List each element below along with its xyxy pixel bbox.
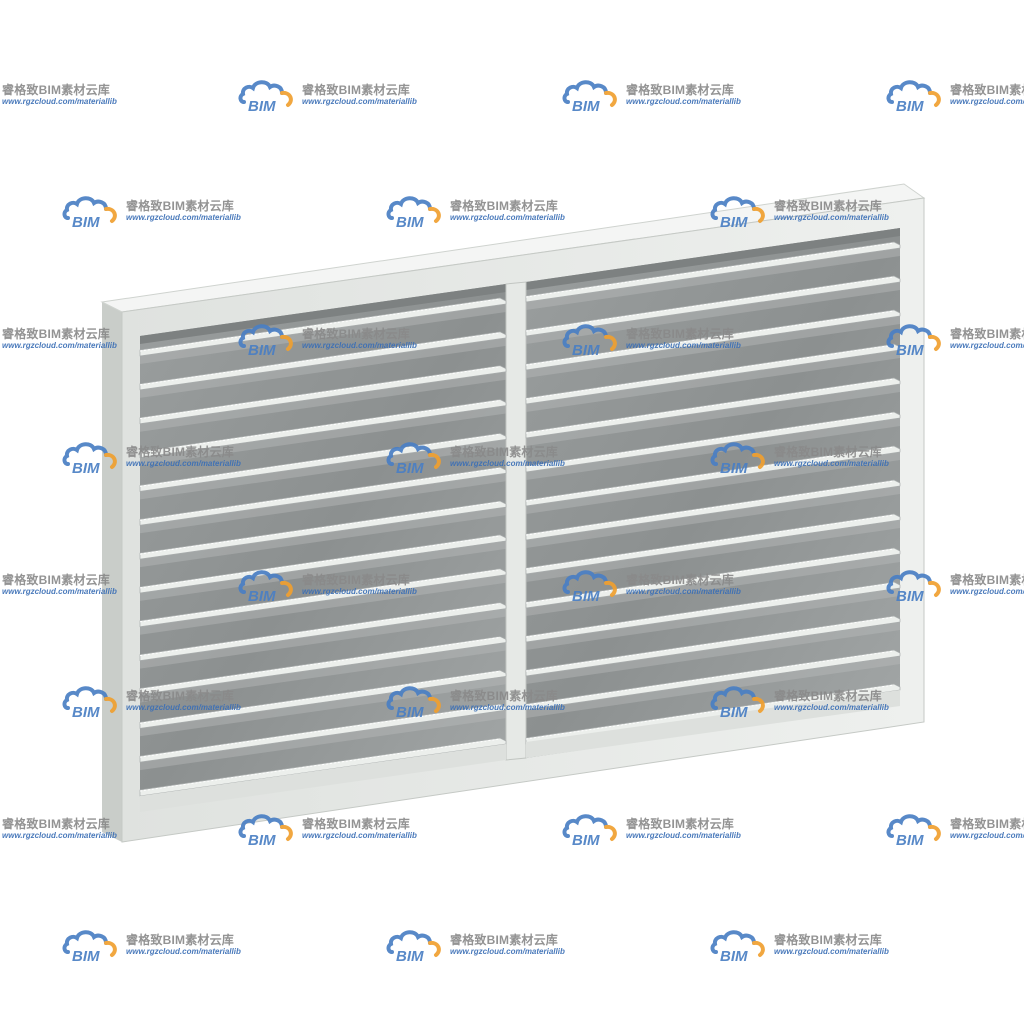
slat-highlight bbox=[525, 684, 895, 740]
slat-shadow bbox=[526, 552, 900, 616]
slat-highlight bbox=[525, 582, 895, 638]
slat-shadow bbox=[526, 314, 900, 378]
slat-highlight bbox=[525, 412, 895, 468]
louver-slat bbox=[139, 331, 507, 391]
slat-shadow bbox=[526, 382, 900, 446]
louver-slat bbox=[525, 377, 901, 439]
slat-highlight bbox=[525, 650, 895, 706]
louver-slat bbox=[525, 445, 901, 507]
frame-left-depth bbox=[102, 302, 122, 842]
louver-slat bbox=[525, 411, 901, 473]
left-panel-slats bbox=[139, 297, 507, 804]
louver-slat bbox=[139, 466, 507, 526]
louver-slat bbox=[525, 309, 901, 371]
right-panel-reveal bbox=[526, 228, 900, 290]
slat-highlight bbox=[139, 467, 501, 521]
slat-shadow bbox=[526, 654, 900, 718]
slat-highlight bbox=[139, 400, 501, 454]
slat-highlight bbox=[139, 433, 501, 487]
slat-shadow bbox=[526, 484, 900, 548]
louver-slat bbox=[525, 547, 901, 609]
louver-slat bbox=[139, 500, 507, 560]
slat-highlight bbox=[525, 514, 895, 570]
slat-shadow bbox=[140, 538, 506, 601]
slat-highlight bbox=[139, 603, 501, 657]
slat-highlight bbox=[139, 704, 501, 758]
slat-highlight bbox=[525, 616, 895, 672]
slat-shadow bbox=[526, 620, 900, 684]
louver-slat bbox=[525, 615, 901, 677]
right-panel-slats bbox=[525, 241, 901, 752]
louver-slat bbox=[139, 737, 507, 797]
slat-highlight bbox=[139, 670, 501, 724]
louver-slat bbox=[139, 365, 507, 425]
louver-slat bbox=[139, 669, 507, 729]
slat-highlight bbox=[139, 738, 501, 792]
louver-slat bbox=[139, 534, 507, 594]
slat-highlight bbox=[139, 298, 501, 352]
slat-shadow bbox=[140, 335, 506, 398]
louver-slat bbox=[525, 241, 901, 303]
louver-slat bbox=[139, 568, 507, 628]
louver-slat bbox=[525, 479, 901, 541]
slat-highlight bbox=[525, 242, 895, 298]
slat-highlight bbox=[525, 276, 895, 332]
slat-highlight bbox=[525, 548, 895, 604]
slat-highlight bbox=[525, 310, 895, 366]
slat-highlight bbox=[525, 378, 895, 434]
slat-shadow bbox=[140, 640, 506, 703]
slat-highlight bbox=[525, 446, 895, 502]
slat-shadow bbox=[140, 572, 506, 635]
slat-highlight bbox=[139, 366, 501, 420]
slat-highlight bbox=[525, 344, 895, 400]
left-panel-sill bbox=[140, 744, 506, 812]
slat-shadow bbox=[140, 708, 506, 771]
louver-slat bbox=[525, 275, 901, 337]
slat-shadow bbox=[140, 471, 506, 534]
slat-highlight bbox=[525, 480, 895, 536]
louver-slat bbox=[139, 602, 507, 662]
slat-highlight bbox=[139, 569, 501, 623]
slat-highlight bbox=[139, 332, 501, 386]
slat-shadow bbox=[526, 450, 900, 514]
slat-shadow bbox=[526, 348, 900, 412]
slat-highlight bbox=[139, 501, 501, 555]
slat-shadow bbox=[526, 518, 900, 582]
slat-shadow bbox=[140, 369, 506, 432]
louver-slat bbox=[525, 513, 901, 575]
louver-slat bbox=[525, 343, 901, 405]
slat-highlight bbox=[139, 636, 501, 690]
slat-shadow bbox=[140, 606, 506, 669]
louver-slat bbox=[525, 649, 901, 711]
right-panel-sill bbox=[526, 690, 900, 758]
louver-slat bbox=[139, 636, 507, 695]
center-mullion bbox=[505, 281, 527, 761]
louver-slat bbox=[139, 399, 507, 458]
louver-slat bbox=[139, 297, 507, 357]
slat-shadow bbox=[526, 246, 900, 310]
slat-highlight bbox=[139, 535, 501, 589]
slat-shadow bbox=[140, 505, 506, 568]
left-panel-reveal bbox=[140, 284, 506, 344]
slat-shadow bbox=[140, 403, 506, 466]
slat-shadow bbox=[140, 302, 506, 364]
slat-shadow bbox=[526, 586, 900, 650]
slat-shadow bbox=[526, 280, 900, 344]
